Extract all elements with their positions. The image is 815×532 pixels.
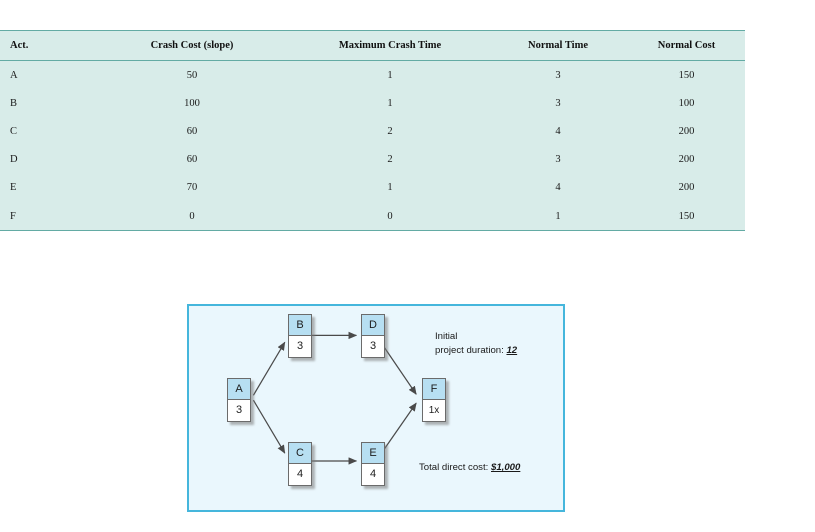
table-row: E 70 1 4 200 bbox=[0, 173, 745, 202]
node-f-label: F bbox=[422, 378, 446, 400]
network-node-b[interactable]: B 3 bbox=[288, 314, 312, 358]
duration-value: 12 bbox=[506, 344, 518, 356]
duration-line-2: project duration: 12 bbox=[435, 344, 517, 358]
column-header-normal-time: Normal Time bbox=[488, 30, 628, 61]
cell-act: A bbox=[0, 60, 92, 90]
node-c-label: C bbox=[288, 442, 312, 464]
cost-label: Total direct cost: bbox=[419, 462, 489, 473]
cell-normal-time: 4 bbox=[488, 117, 628, 146]
cell-normal-cost: 200 bbox=[628, 117, 745, 146]
cell-act: F bbox=[0, 201, 92, 232]
cell-crash-cost: 60 bbox=[92, 145, 292, 174]
cell-act: B bbox=[0, 89, 92, 118]
cell-normal-time: 3 bbox=[488, 145, 628, 174]
table-row: B 100 1 3 100 bbox=[0, 89, 745, 118]
cost-value: $1,000 bbox=[491, 462, 521, 473]
node-f-duration: 1x bbox=[422, 400, 446, 422]
column-header-crash-cost: Crash Cost (slope) bbox=[92, 30, 292, 61]
cell-normal-cost: 200 bbox=[628, 173, 745, 202]
node-b-duration: 3 bbox=[288, 336, 312, 358]
node-d-label: D bbox=[361, 314, 385, 336]
table-body: A 50 1 3 150 B 100 1 3 100 C 60 2 4 200 … bbox=[0, 60, 745, 232]
cell-crash-cost: 50 bbox=[92, 60, 292, 90]
cell-crash-cost: 0 bbox=[92, 201, 292, 232]
network-node-c[interactable]: C 4 bbox=[288, 442, 312, 486]
initial-project-duration-annotation: Initial project duration: 12 bbox=[435, 330, 517, 358]
network-node-f[interactable]: F 1x bbox=[422, 378, 446, 422]
table-row: C 60 2 4 200 bbox=[0, 117, 745, 146]
column-header-normal-cost: Normal Cost bbox=[628, 30, 745, 61]
total-direct-cost-annotation: Total direct cost: $1,000 bbox=[419, 461, 520, 475]
node-c-duration: 4 bbox=[288, 464, 312, 486]
node-e-duration: 4 bbox=[361, 464, 385, 486]
table-row: F 0 0 1 150 bbox=[0, 201, 745, 232]
network-node-a[interactable]: A 3 bbox=[227, 378, 251, 422]
node-d-duration: 3 bbox=[361, 336, 385, 358]
cell-act: D bbox=[0, 145, 92, 174]
cell-crash-cost: 60 bbox=[92, 117, 292, 146]
network-node-e[interactable]: E 4 bbox=[361, 442, 385, 486]
cell-normal-time: 3 bbox=[488, 89, 628, 118]
table-header-row: Act. Crash Cost (slope) Maximum Crash Ti… bbox=[0, 30, 745, 61]
cell-maximum-crash-time: 1 bbox=[292, 60, 488, 90]
table-row: D 60 2 3 200 bbox=[0, 145, 745, 174]
cell-normal-cost: 150 bbox=[628, 201, 745, 232]
column-header-act: Act. bbox=[0, 30, 92, 61]
duration-line-1: Initial bbox=[435, 331, 458, 342]
edge-e-to-f bbox=[382, 402, 417, 452]
node-e-label: E bbox=[361, 442, 385, 464]
network-edges bbox=[252, 331, 417, 465]
cell-normal-cost: 200 bbox=[628, 145, 745, 174]
activity-crash-table: Act. Crash Cost (slope) Maximum Crash Ti… bbox=[0, 30, 745, 232]
column-header-maximum-crash-time: Maximum Crash Time bbox=[292, 30, 488, 61]
edge-a-to-c bbox=[252, 399, 286, 454]
cell-normal-cost: 150 bbox=[628, 60, 745, 90]
node-a-duration: 3 bbox=[227, 400, 251, 422]
cell-normal-time: 3 bbox=[488, 60, 628, 90]
cell-crash-cost: 100 bbox=[92, 89, 292, 118]
cell-crash-cost: 70 bbox=[92, 173, 292, 202]
cell-normal-time: 1 bbox=[488, 201, 628, 232]
duration-label: project duration: bbox=[435, 344, 504, 356]
edge-a-to-b bbox=[252, 341, 286, 396]
project-network-diagram: A 3 B 3 C 4 D 3 E 4 F 1x Initial project… bbox=[187, 304, 565, 512]
cell-maximum-crash-time: 2 bbox=[292, 145, 488, 174]
cell-maximum-crash-time: 1 bbox=[292, 89, 488, 118]
cell-act: E bbox=[0, 173, 92, 202]
cell-maximum-crash-time: 1 bbox=[292, 173, 488, 202]
table-header: Act. Crash Cost (slope) Maximum Crash Ti… bbox=[0, 30, 745, 61]
table-row: A 50 1 3 150 bbox=[0, 60, 745, 90]
network-node-d[interactable]: D 3 bbox=[361, 314, 385, 358]
cell-maximum-crash-time: 0 bbox=[292, 201, 488, 232]
node-b-label: B bbox=[288, 314, 312, 336]
cell-act: C bbox=[0, 117, 92, 146]
node-a-label: A bbox=[227, 378, 251, 400]
cell-normal-cost: 100 bbox=[628, 89, 745, 118]
cell-normal-time: 4 bbox=[488, 173, 628, 202]
edge-d-to-f bbox=[382, 344, 417, 395]
cell-maximum-crash-time: 2 bbox=[292, 117, 488, 146]
